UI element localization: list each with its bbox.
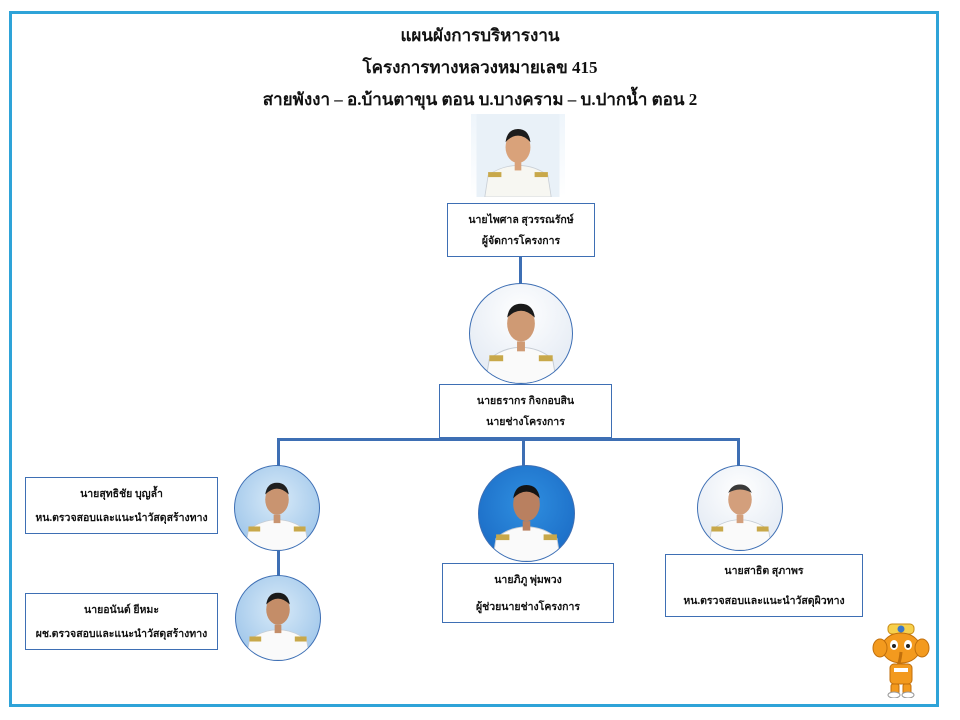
left1-box: นายสุทธิชัย บุญล้ำ หน.ตรวจสอบและแนะนำวัส… xyxy=(25,477,218,534)
left2-photo xyxy=(235,575,321,661)
right-photo xyxy=(697,465,783,551)
connector-left-vertical xyxy=(277,550,280,576)
left1-name: นายสุทธิชัย บุญล้ำ xyxy=(80,489,163,500)
middle-name: นายภิภู พุ่มพวง xyxy=(494,575,562,586)
right-box: นายสาธิต สุภาพร หน.ตรวจสอบและแนะนำวัสดุผ… xyxy=(665,554,863,617)
engineer-photo xyxy=(469,283,573,384)
manager-role: ผู้จัดการโครงการ xyxy=(481,236,561,247)
person-photo-icon xyxy=(484,303,558,383)
connector-middle-branch xyxy=(522,438,525,466)
person-photo-icon xyxy=(245,592,311,660)
right-name: นายสาธิต สุภาพร xyxy=(724,566,804,577)
page-frame xyxy=(9,11,939,707)
chart-title: แผนผังการบริหารงาน xyxy=(400,26,560,45)
mascot-icon xyxy=(870,622,932,699)
manager-name: นายไพศาล สุวรรณรักษ์ xyxy=(468,215,574,226)
middle-role: ผู้ช่วยนายช่างโครงการ xyxy=(475,602,581,613)
connector-horizontal xyxy=(277,438,740,441)
left2-name: นายอนันต์ ยีหมะ xyxy=(84,605,159,616)
chart-subtitle-project: โครงการทางหลวงหมายเลข 415 xyxy=(362,58,598,77)
person-photo-icon xyxy=(476,114,560,197)
connector-right-branch xyxy=(737,438,740,466)
left2-box: นายอนันต์ ยีหมะ ผช.ตรวจสอบและแนะนำวัสดุส… xyxy=(25,593,218,650)
manager-photo xyxy=(471,114,565,197)
connector-manager-engineer xyxy=(519,256,522,286)
middle-photo xyxy=(478,465,575,562)
person-photo-icon xyxy=(491,485,562,561)
person-photo-icon xyxy=(707,484,773,550)
left1-role: หน.ตรวจสอบและแนะนำวัสดุสร้างทาง xyxy=(35,513,208,524)
left1-photo xyxy=(234,465,320,551)
engineer-box: นายธรากร กิจกอบสิน นายช่างโครงการ xyxy=(439,384,612,438)
engineer-role: นายช่างโครงการ xyxy=(486,417,565,428)
engineer-name: นายธรากร กิจกอบสิน xyxy=(476,396,575,407)
right-role: หน.ตรวจสอบและแนะนำวัสดุผิวทาง xyxy=(683,596,845,607)
chart-subtitle-route: สายพังงา – อ.บ้านตาขุน ตอน บ.บางคราม – บ… xyxy=(262,90,698,109)
left2-role: ผช.ตรวจสอบและแนะนำวัสดุสร้างทาง xyxy=(35,629,208,640)
manager-box: นายไพศาล สุวรรณรักษ์ ผู้จัดการโครงการ xyxy=(447,203,595,257)
person-photo-icon xyxy=(244,482,310,550)
middle-box: นายภิภู พุ่มพวง ผู้ช่วยนายช่างโครงการ xyxy=(442,563,614,623)
connector-left-branch xyxy=(277,438,280,466)
